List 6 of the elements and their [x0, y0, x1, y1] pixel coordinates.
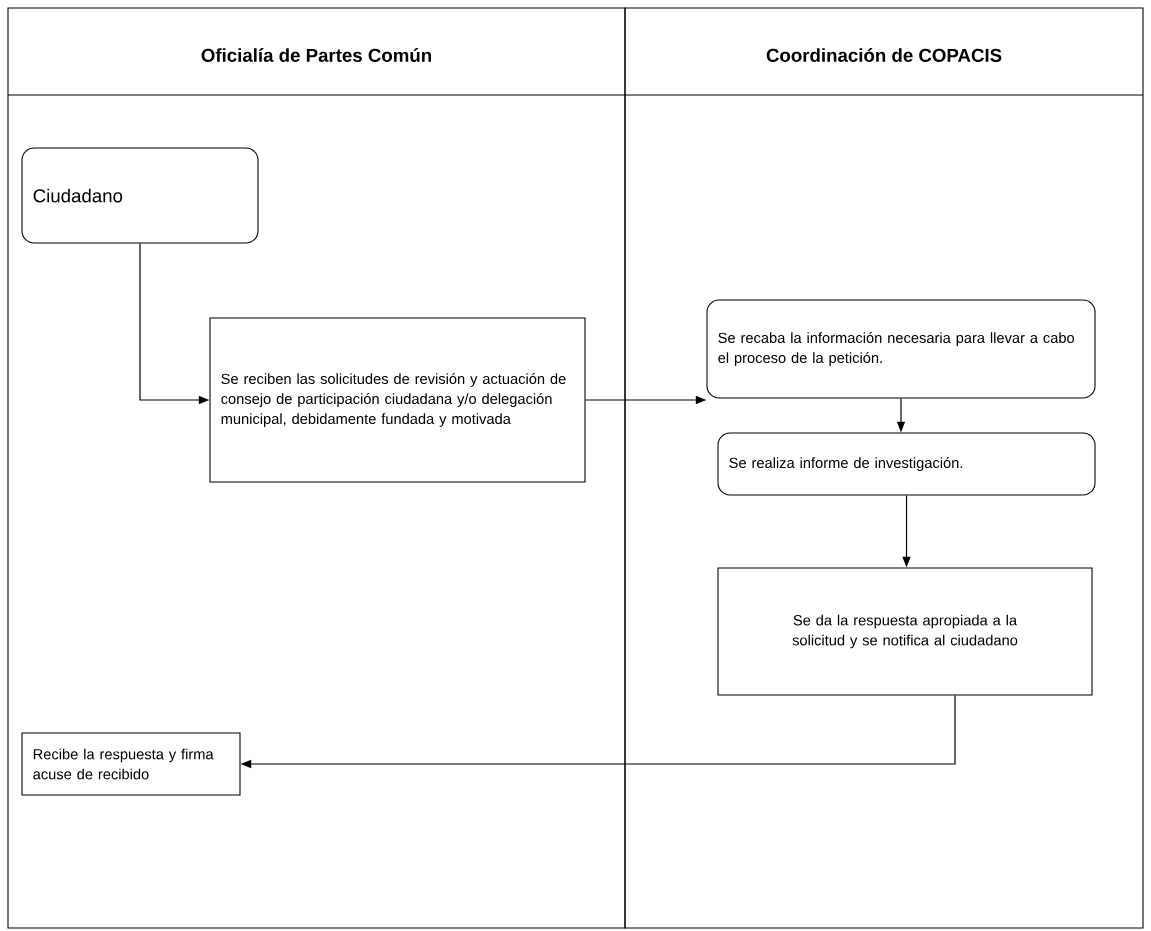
- rounded-box: Ciudadano: [21, 147, 259, 244]
- rounded-box: Se realiza informe de investigación.: [717, 432, 1096, 496]
- rounded-box: Se recaba la información necesaria para llevar a cabo el proceso de la petición.: [706, 299, 1096, 399]
- process-box: Recibe la respuesta y firma acuse de recibido: [21, 732, 241, 796]
- process-box: Se da la respuesta apropiada a la solicitud y se notifica al ciudadano: [717, 567, 1093, 696]
- process-box: Se reciben las solicitudes de revisión y actuación de consejo de participación ciudadana y/o delegación municipal, debidamente fundada y motivada: [209, 317, 586, 483]
